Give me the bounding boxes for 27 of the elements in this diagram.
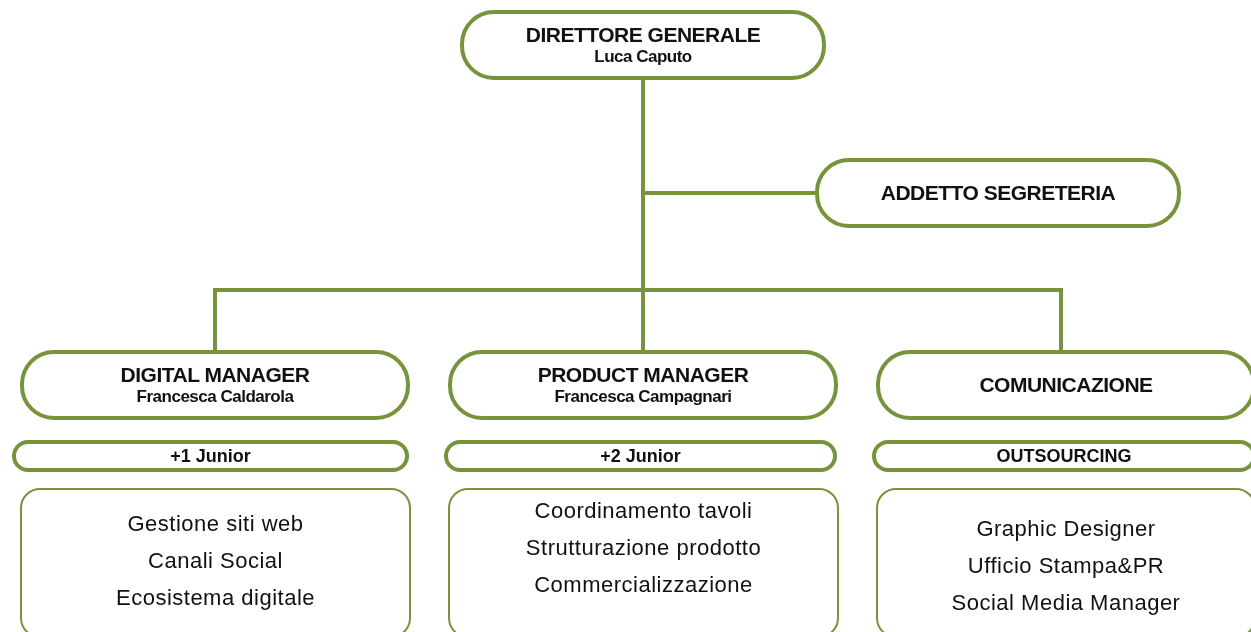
role-box (876, 350, 1251, 420)
role-title: COMUNICAZIONE (979, 373, 1153, 397)
duty-text: Canali Social (148, 547, 283, 575)
team-box (444, 440, 837, 472)
person-name: Francesca Caldarola (136, 387, 294, 407)
duty-text: Coordinamento tavoli (534, 497, 753, 525)
role-title: PRODUCT MANAGER (537, 363, 749, 387)
duty-text: Ecosistema digitale (115, 584, 315, 612)
person-name: Francesca Campagnari (554, 387, 732, 407)
duty-text: Graphic Designer (976, 515, 1156, 543)
role-title: DIRETTORE GENERALE (525, 23, 761, 47)
team-label: +2 Junior (600, 445, 681, 467)
duty-text: Gestione siti web (127, 510, 304, 538)
team-label: +1 Junior (170, 445, 251, 467)
team-label: OUTSOURCING (996, 445, 1132, 467)
duty-text: Commercializzazione (534, 571, 753, 599)
team-box (872, 440, 1251, 472)
team-box (12, 440, 409, 472)
duties-box (20, 488, 411, 632)
duty-text: Strutturazione prodotto (525, 534, 762, 562)
duty-text: Ufficio Stampa&PR (967, 552, 1165, 580)
role-title: DIGITAL MANAGER (120, 363, 310, 387)
duties-box (876, 488, 1251, 632)
duties-box (448, 488, 839, 632)
duty-text: Social Media Manager (951, 589, 1181, 617)
person-name: Luca Caputo (594, 47, 692, 67)
role-title: ADDETTO SEGRETERIA (880, 181, 1116, 205)
